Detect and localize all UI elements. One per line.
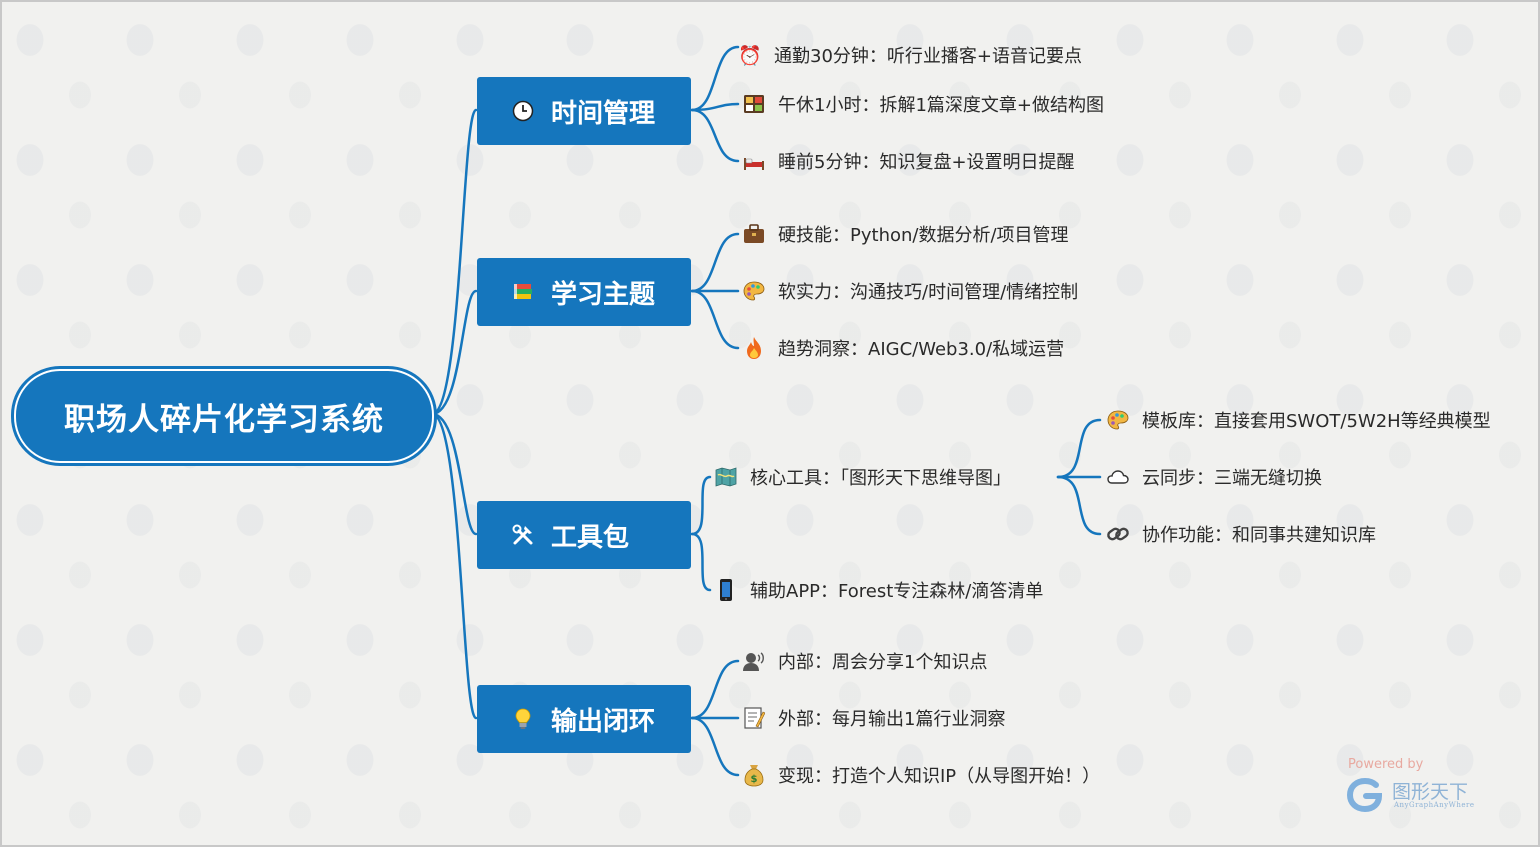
leaf-commute[interactable]: ⏰ 通勤30分钟：听行业播客+语音记要点 — [738, 40, 1082, 70]
leaf-monetize[interactable]: $ 变现：打造个人知识IP（从导图开始！） — [742, 760, 1100, 790]
logo-mark-icon — [1346, 777, 1383, 813]
watermark-logo: Powered by 图形天下 AnyGraphAnyWhere — [1346, 757, 1486, 813]
books-icon — [511, 280, 535, 304]
root-label: 职场人碎片化学习系统 — [64, 401, 384, 438]
fire-icon — [742, 336, 766, 360]
leaf-soft-skills[interactable]: 软实力：沟通技巧/时间管理/情绪控制 — [742, 276, 1078, 306]
light-bulb-icon — [511, 707, 535, 731]
leaf-collaboration[interactable]: 协作功能：和同事共建知识库 — [1106, 519, 1376, 549]
leaf-text: 云同步：三端无缝切换 — [1142, 468, 1322, 489]
logo-subtitle: AnyGraphAnyWhere — [1394, 801, 1475, 809]
tools-icon — [511, 523, 535, 547]
palette-icon — [1106, 408, 1130, 432]
leaf-text: 辅助APP：Forest专注森林/滴答清单 — [750, 581, 1044, 602]
leaf-text: 趋势洞察：AIGC/Web3.0/私域运营 — [778, 339, 1065, 360]
leaf-lunch[interactable]: 午休1小时：拆解1篇深度文章+做结构图 — [742, 89, 1104, 119]
leaf-cloud-sync[interactable]: 云同步：三端无缝切换 — [1106, 462, 1322, 492]
branch-label: 输出闭环 — [551, 706, 656, 737]
branch-time-management[interactable]: 时间管理 — [477, 77, 691, 145]
svg-text:$: $ — [751, 774, 758, 785]
root-node[interactable]: 职场人碎片化学习系统 — [14, 369, 434, 463]
mobile-phone-icon — [714, 578, 738, 602]
leaf-text: 核心工具：「图形天下思维导图」 — [750, 468, 1011, 489]
alarm-clock-icon: ⏰ — [738, 44, 762, 67]
leaf-templates[interactable]: 模板库：直接套用SWOT/5W2H等经典模型 — [1106, 405, 1491, 435]
leaf-text: 内部：周会分享1个知识点 — [778, 652, 988, 673]
leaf-text: 通勤30分钟：听行业播客+语音记要点 — [774, 46, 1082, 67]
leaf-hard-skills[interactable]: 硬技能：Python/数据分析/项目管理 — [742, 219, 1069, 249]
leaf-text: 硬技能：Python/数据分析/项目管理 — [778, 225, 1069, 246]
money-bag-icon: $ — [742, 763, 766, 787]
map-icon — [714, 465, 738, 489]
branch-label: 时间管理 — [551, 98, 656, 129]
branch-learning-topics[interactable]: 学习主题 — [477, 258, 691, 326]
branch-toolkit[interactable]: 工具包 — [477, 501, 691, 569]
leaf-text: 睡前5分钟：知识复盘+设置明日提醒 — [778, 152, 1075, 173]
briefcase-icon — [742, 222, 766, 246]
speaking-person-icon — [742, 649, 766, 673]
cloud-icon — [1106, 465, 1130, 489]
leaf-text: 模板库：直接套用SWOT/5W2H等经典模型 — [1142, 411, 1491, 432]
leaf-external[interactable]: 外部：每月输出1篇行业洞察 — [742, 703, 1005, 733]
leaf-trends[interactable]: 趋势洞察：AIGC/Web3.0/私域运营 — [742, 333, 1064, 363]
bento-box-icon — [742, 92, 766, 116]
leaf-text: 变现：打造个人知识IP（从导图开始！） — [778, 766, 1101, 787]
clock-icon — [511, 99, 535, 123]
branch-label: 工具包 — [551, 522, 630, 553]
leaf-helper-apps[interactable]: 辅助APP：Forest专注森林/滴答清单 — [714, 575, 1043, 605]
leaf-internal[interactable]: 内部：周会分享1个知识点 — [742, 646, 987, 676]
leaf-core-tool[interactable]: 核心工具：「图形天下思维导图」 — [714, 462, 1011, 492]
branch-output-loop[interactable]: 输出闭环 — [477, 685, 691, 753]
leaf-bedtime[interactable]: 睡前5分钟：知识复盘+设置明日提醒 — [742, 146, 1075, 176]
leaf-text: 午休1小时：拆解1篇深度文章+做结构图 — [778, 95, 1104, 116]
branch-label: 学习主题 — [551, 279, 656, 310]
link-icon — [1106, 522, 1130, 546]
powered-by-text: Powered by — [1348, 757, 1424, 772]
logo-name: 图形天下 — [1392, 781, 1469, 803]
memo-icon — [742, 706, 766, 730]
palette-icon — [742, 279, 766, 303]
leaf-text: 软实力：沟通技巧/时间管理/情绪控制 — [778, 282, 1079, 303]
bed-icon — [742, 149, 766, 173]
leaf-text: 协作功能：和同事共建知识库 — [1142, 525, 1376, 546]
leaf-text: 外部：每月输出1篇行业洞察 — [778, 709, 1006, 730]
